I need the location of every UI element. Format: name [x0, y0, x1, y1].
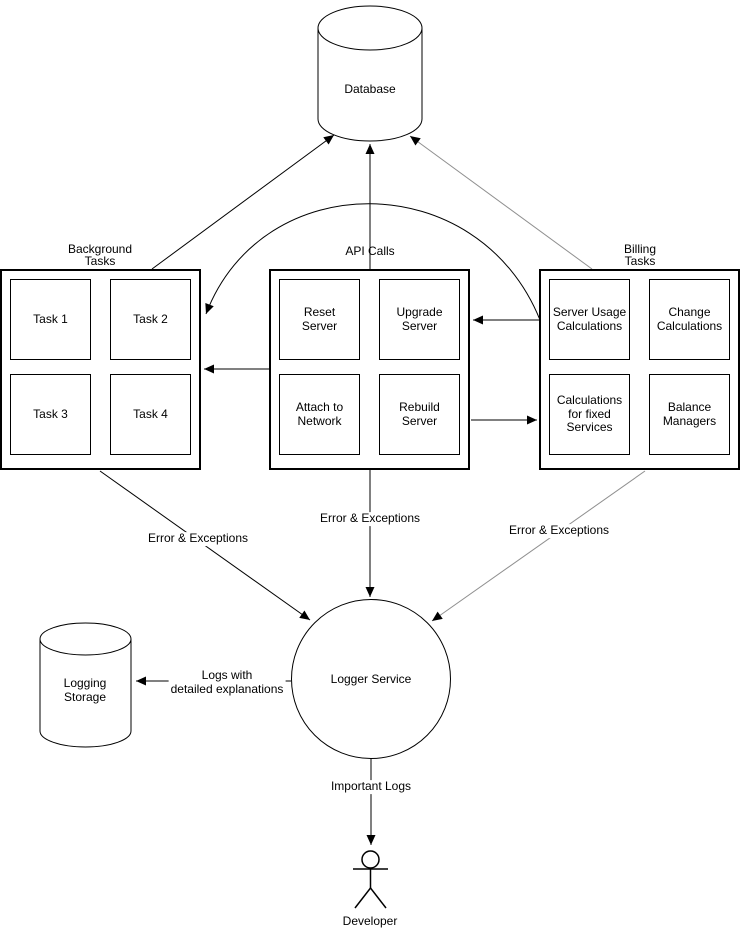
- logging-storage-label: Logging Storage: [63, 676, 107, 704]
- node-task-3: Task 3: [10, 374, 91, 455]
- background-tasks-group: [0, 269, 201, 470]
- node-task-2: Task 2: [110, 279, 191, 360]
- edge-background-to-database: [151, 134, 335, 270]
- edge-label-error-exceptions-left: Error & Exceptions: [145, 531, 251, 546]
- edge-billing-to-database: [409, 135, 593, 270]
- edge-billing-to-background-arc: [205, 203, 541, 321]
- node-server-usage-calculations: Server Usage Calculations: [549, 279, 630, 360]
- node-balance-managers: Balance Managers: [649, 374, 730, 455]
- edge-billing-to-logger: [431, 470, 646, 622]
- api-calls-group: [269, 269, 470, 470]
- node-upgrade-server: Upgrade Server: [379, 279, 460, 360]
- edge-label-logs-detailed: Logs with detailed explanations: [168, 668, 286, 697]
- node-task-1: Task 1: [10, 279, 91, 360]
- database-label: Database: [344, 82, 396, 97]
- node-task-4: Task 4: [110, 374, 191, 455]
- node-rebuild-server: Rebuild Server: [379, 374, 460, 455]
- edge-label-error-exceptions-mid: Error & Exceptions: [317, 511, 423, 526]
- node-change-calculations: Change Calculations: [649, 279, 730, 360]
- edge-label-important-logs: Important Logs: [328, 779, 414, 794]
- developer-actor-icon: [353, 850, 388, 909]
- billing-tasks-title: Billing Tasks: [623, 242, 656, 268]
- background-tasks-title: Background Tasks: [67, 242, 133, 268]
- logging-storage-cylinder: [39, 622, 132, 748]
- billing-tasks-group: [539, 269, 740, 470]
- edge-label-error-exceptions-right: Error & Exceptions: [506, 523, 612, 538]
- logger-service-circle: [291, 599, 451, 759]
- node-reset-server: Reset Server: [279, 279, 360, 360]
- developer-label: Developer: [342, 914, 398, 929]
- logger-service-label: Logger Service: [330, 672, 412, 687]
- node-attach-to-network: Attach to Network: [279, 374, 360, 455]
- node-calculations-fixed-services: Calculations for fixed Services: [549, 374, 630, 455]
- api-calls-title: API Calls: [345, 244, 395, 258]
- database-cylinder: [317, 5, 423, 142]
